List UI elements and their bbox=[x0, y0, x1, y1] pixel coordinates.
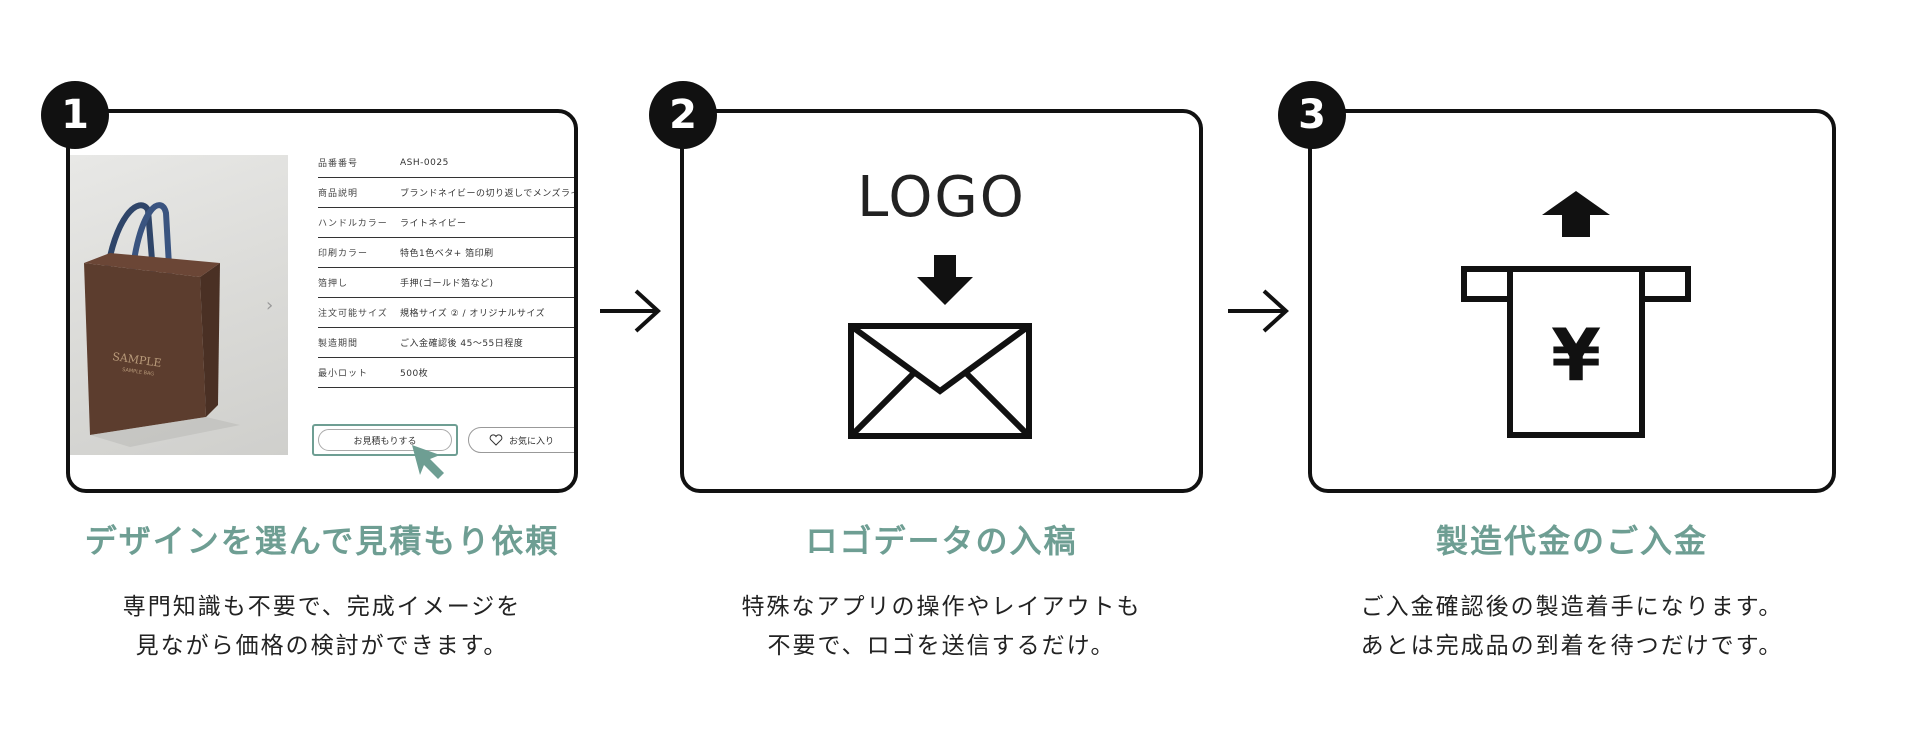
quote-button[interactable]: お見積もりする bbox=[312, 424, 458, 456]
spec-value: ASH-0025 bbox=[400, 157, 449, 168]
product-photo: SAMPLE SAMPLE BAG › bbox=[70, 155, 288, 455]
arrow-right-icon bbox=[600, 289, 661, 333]
arrow-right-icon bbox=[1228, 289, 1289, 333]
envelope-icon bbox=[848, 323, 1032, 439]
spec-label: 品番番号 bbox=[318, 159, 359, 169]
spec-label: 印刷カラー bbox=[318, 249, 369, 259]
quote-button-label: お見積もりする bbox=[318, 429, 452, 451]
atm-icon bbox=[1461, 266, 1691, 438]
shopping-bag-image: SAMPLE SAMPLE BAG › bbox=[84, 202, 273, 447]
step-1-card: SAMPLE SAMPLE BAG › 品番番号 ASH-0025 商品説明 ブラン… bbox=[66, 109, 578, 493]
spec-row: 注文可能サイズ 規格サイズ ② / オリジナルサイズ bbox=[318, 298, 574, 328]
step-3-title: 製造代金のご入金 bbox=[1435, 522, 1708, 560]
logo-text: LOGO bbox=[857, 165, 1026, 230]
bag-brand-subtext: SAMPLE BAG bbox=[122, 367, 155, 377]
spec-label: ハンドルカラー bbox=[318, 219, 388, 229]
spec-row: 商品説明 ブランドネイビーの切り返しでメンズライ bbox=[318, 178, 578, 208]
step-1-desc-line1: 専門知識も不要で、完成イメージを bbox=[122, 594, 522, 620]
step-1-badge: 1 bbox=[41, 81, 109, 149]
favorite-button-label: お気に入り bbox=[509, 436, 555, 447]
spec-row: 最小ロット 500枚 bbox=[318, 358, 574, 388]
heart-icon bbox=[489, 434, 503, 446]
spec-row: 製造期間 ご入金確認後 45〜55日程度 bbox=[318, 328, 574, 358]
spec-value: 特色1色ベタ+ 箔印刷 bbox=[400, 249, 494, 259]
spec-label: 製造期間 bbox=[318, 339, 359, 349]
step-2-title: ロゴデータの入稿 bbox=[805, 522, 1078, 560]
step-3-badge: 3 bbox=[1278, 81, 1346, 149]
step-3-desc-line1: ご入金確認後の製造着手になります。 bbox=[1360, 594, 1784, 620]
spec-label: 商品説明 bbox=[318, 189, 359, 199]
step-1-desc-line2: 見ながら価格の検討ができます。 bbox=[135, 633, 509, 659]
step-1-title: デザインを選んで見積もり依頼 bbox=[84, 522, 560, 560]
spec-row: 箔押し 手押(ゴールド箔など) bbox=[318, 268, 574, 298]
spec-label: 注文可能サイズ bbox=[318, 309, 388, 319]
spec-value: ご入金確認後 45〜55日程度 bbox=[400, 339, 524, 349]
step-2-badge: 2 bbox=[649, 81, 717, 149]
cursor-pointer-icon bbox=[412, 445, 444, 479]
carousel-next-icon: › bbox=[266, 295, 273, 316]
spec-value: 規格サイズ ② / オリジナルサイズ bbox=[400, 309, 546, 319]
spec-value: 500枚 bbox=[400, 369, 429, 379]
spec-value: 手押(ゴールド箔など) bbox=[400, 279, 494, 289]
arrow-down-icon bbox=[917, 255, 973, 305]
step-3-card: ¥ bbox=[1308, 109, 1836, 493]
spec-label: 最小ロット bbox=[318, 369, 369, 379]
spec-row: ハンドルカラー ライトネイビー bbox=[318, 208, 574, 238]
yen-symbol: ¥ bbox=[1550, 313, 1602, 397]
step-2-desc-line1: 特殊なアプリの操作やレイアウトも bbox=[741, 594, 1142, 620]
arrow-up-icon bbox=[1542, 191, 1610, 237]
spec-value: ブランドネイビーの切り返しでメンズライ bbox=[400, 189, 578, 199]
spec-table: 品番番号 ASH-0025 商品説明 ブランドネイビーの切り返しでメンズライ ハンド… bbox=[318, 148, 578, 388]
spec-label: 箔押し bbox=[318, 279, 349, 289]
spec-row: 印刷カラー 特色1色ベタ+ 箔印刷 bbox=[318, 238, 574, 268]
spec-row: 品番番号 ASH-0025 bbox=[318, 148, 574, 178]
favorite-button[interactable]: お気に入り bbox=[468, 427, 574, 453]
spec-value: ライトネイビー bbox=[400, 219, 467, 229]
step-2-desc-line2: 不要で、ロゴを送信するだけ。 bbox=[767, 633, 1116, 659]
step-3-desc-line2: あとは完成品の到着を待つだけです。 bbox=[1360, 633, 1784, 659]
step-2-card: LOGO bbox=[680, 109, 1203, 493]
